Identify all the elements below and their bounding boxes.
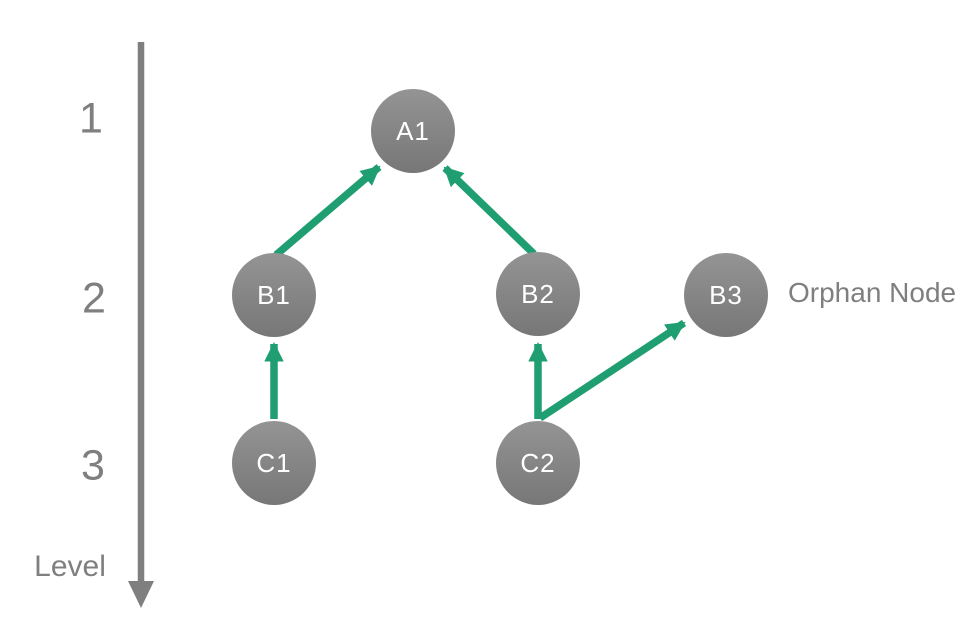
- node-B2: B2: [496, 252, 580, 336]
- node-A1: A1: [371, 89, 455, 173]
- level-axis-arrowhead-icon: [128, 581, 154, 608]
- node-B2-label: B2: [521, 278, 555, 309]
- level-tick-2: 2: [82, 274, 106, 323]
- level-tick-1: 1: [79, 94, 103, 143]
- level-axis-title: Level: [34, 550, 106, 583]
- node-A1-label: A1: [396, 115, 430, 146]
- node-C2-label: C2: [520, 447, 556, 478]
- node-C1-label: C1: [256, 447, 292, 478]
- node-B3-label: B3: [709, 279, 743, 310]
- edge-B1-A1: [273, 164, 382, 258]
- node-C2: C2: [496, 421, 580, 505]
- level-tick-3: 3: [81, 441, 105, 490]
- orphan-node-annotation: Orphan Node: [788, 277, 957, 308]
- node-B1: B1: [232, 253, 316, 337]
- edge-C2-B3: [537, 319, 687, 422]
- node-C1: C1: [232, 421, 316, 505]
- edge-B2-A1: [442, 165, 537, 257]
- node-B1-label: B1: [257, 279, 291, 310]
- node-B3: B3: [684, 253, 768, 337]
